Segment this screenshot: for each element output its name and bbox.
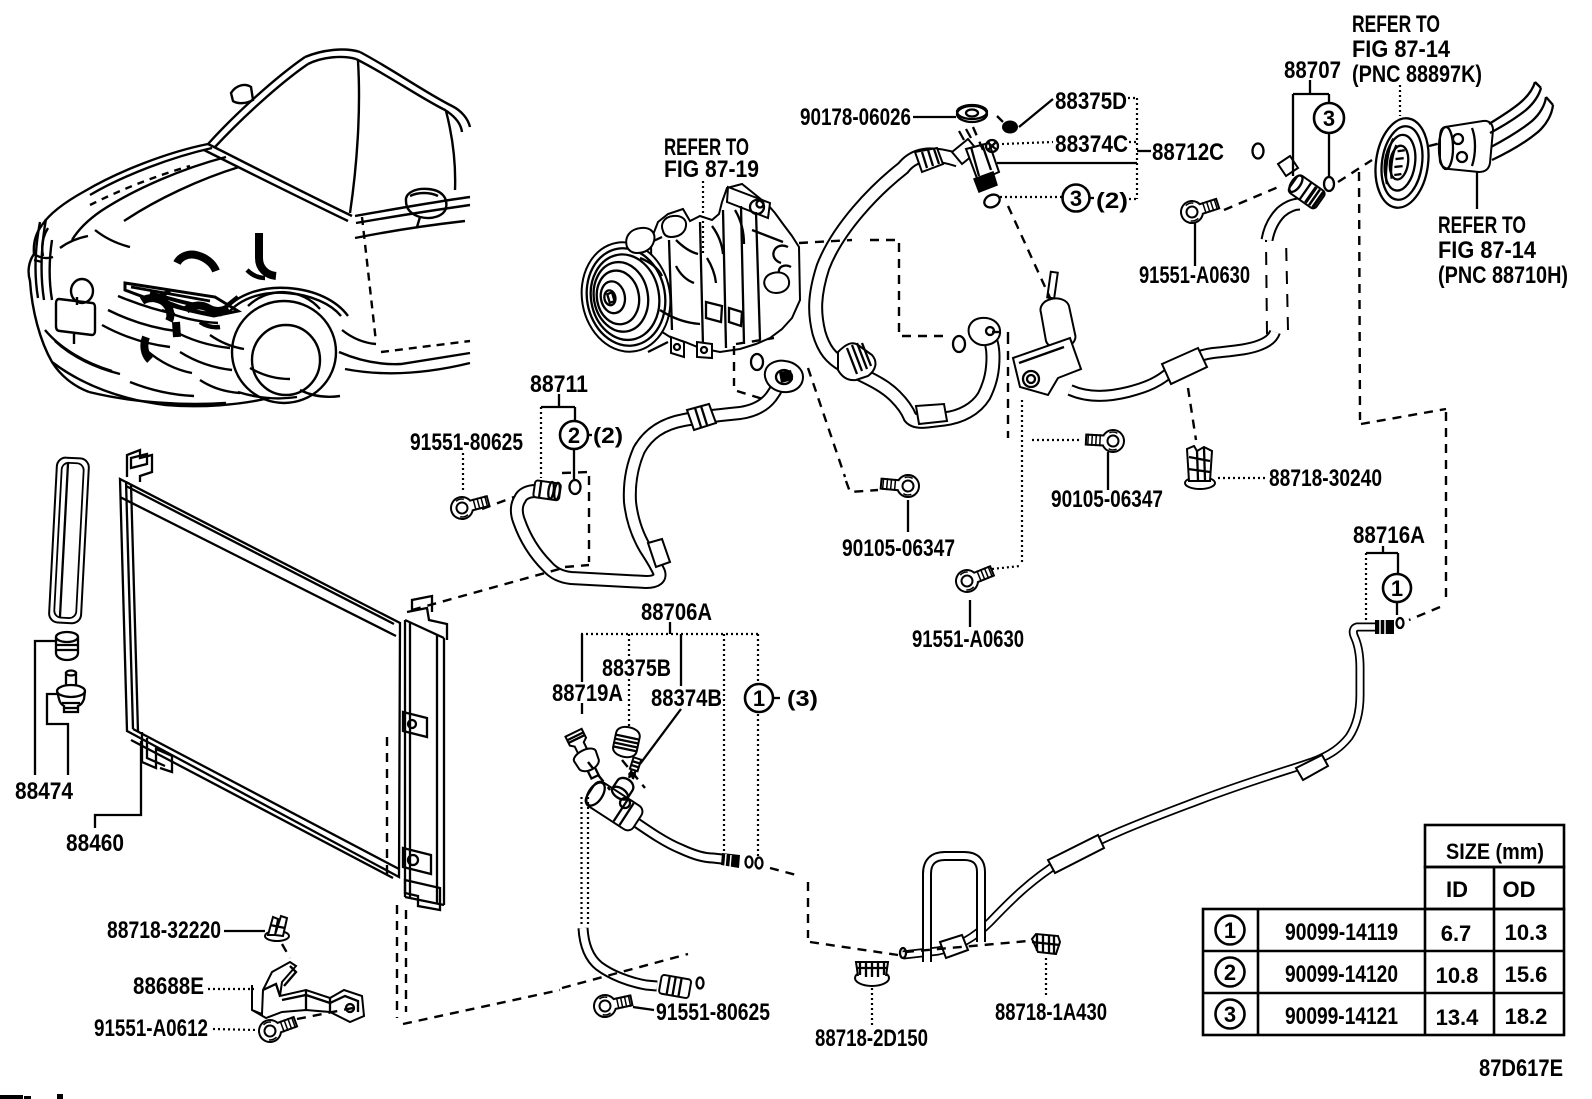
svg-text:88375D: 88375D xyxy=(1055,88,1127,115)
svg-text:90099-14121: 90099-14121 xyxy=(1285,1003,1398,1030)
svg-text:90105-06347: 90105-06347 xyxy=(842,535,955,562)
svg-text:(3): (3) xyxy=(787,686,818,711)
svg-text:1: 1 xyxy=(1391,576,1403,601)
svg-text:91551-A0630: 91551-A0630 xyxy=(1139,262,1250,289)
svg-text:REFER TO: REFER TO xyxy=(1438,212,1526,239)
svg-text:15.6: 15.6 xyxy=(1505,962,1548,987)
svg-text:REFER TO: REFER TO xyxy=(664,134,749,161)
svg-text:88711: 88711 xyxy=(530,371,588,398)
svg-text:(PNC 88710H): (PNC 88710H) xyxy=(1438,262,1568,289)
svg-text:2: 2 xyxy=(1224,960,1236,985)
svg-text:88718-2D150: 88718-2D150 xyxy=(815,1025,928,1052)
svg-text:91551-A0612: 91551-A0612 xyxy=(94,1015,208,1042)
svg-text:10.3: 10.3 xyxy=(1505,920,1548,945)
svg-text:90178-06026: 90178-06026 xyxy=(800,104,911,131)
svg-text:90105-06347: 90105-06347 xyxy=(1051,486,1163,513)
svg-text:88474: 88474 xyxy=(15,778,74,805)
svg-text:(PNC 88897K): (PNC 88897K) xyxy=(1352,61,1482,88)
svg-text:88374B: 88374B xyxy=(651,685,722,712)
svg-text:91551-80625: 91551-80625 xyxy=(410,429,523,456)
svg-text:FIG 87-19: FIG 87-19 xyxy=(664,156,759,183)
svg-text:FIG 87-14: FIG 87-14 xyxy=(1352,36,1451,63)
svg-text:18.2: 18.2 xyxy=(1505,1004,1548,1029)
svg-text:88716A: 88716A xyxy=(1353,522,1425,549)
svg-text:1: 1 xyxy=(1224,918,1236,943)
svg-text:1: 1 xyxy=(753,686,765,711)
svg-text:88712C: 88712C xyxy=(1152,139,1224,166)
svg-text:ID: ID xyxy=(1446,877,1468,902)
svg-text:88460: 88460 xyxy=(66,830,124,857)
svg-text:88718-1A430: 88718-1A430 xyxy=(995,999,1107,1026)
svg-text:OD: OD xyxy=(1503,877,1536,902)
svg-text:88688E: 88688E xyxy=(133,973,204,1000)
svg-text:88375B: 88375B xyxy=(602,655,671,682)
svg-text:91551-80625: 91551-80625 xyxy=(656,999,770,1026)
svg-text:88718-32220: 88718-32220 xyxy=(107,917,221,944)
svg-text:FIG 87-14: FIG 87-14 xyxy=(1438,237,1537,264)
svg-text:2: 2 xyxy=(568,423,580,448)
svg-text:3: 3 xyxy=(1070,186,1082,211)
svg-text:REFER TO: REFER TO xyxy=(1352,11,1440,38)
svg-text:(2): (2) xyxy=(593,423,623,448)
svg-text:88374C: 88374C xyxy=(1055,131,1128,158)
svg-text:6.7: 6.7 xyxy=(1441,921,1472,946)
svg-text:3: 3 xyxy=(1224,1002,1236,1027)
svg-text:88719A: 88719A xyxy=(552,680,623,707)
svg-text:87D617E: 87D617E xyxy=(1479,1055,1563,1082)
svg-text:88718-30240: 88718-30240 xyxy=(1269,465,1382,492)
svg-text:88707: 88707 xyxy=(1284,57,1341,84)
svg-text:3: 3 xyxy=(1323,106,1335,131)
svg-text:88706A: 88706A xyxy=(641,599,712,626)
svg-text:90099-14120: 90099-14120 xyxy=(1285,961,1398,988)
svg-text:90099-14119: 90099-14119 xyxy=(1285,919,1398,946)
svg-text:(2): (2) xyxy=(1096,188,1128,213)
svg-text:13.4: 13.4 xyxy=(1436,1005,1480,1030)
svg-text:SIZE (mm): SIZE (mm) xyxy=(1446,839,1544,864)
svg-text:10.8: 10.8 xyxy=(1436,963,1479,988)
svg-text:91551-A0630: 91551-A0630 xyxy=(912,626,1024,653)
